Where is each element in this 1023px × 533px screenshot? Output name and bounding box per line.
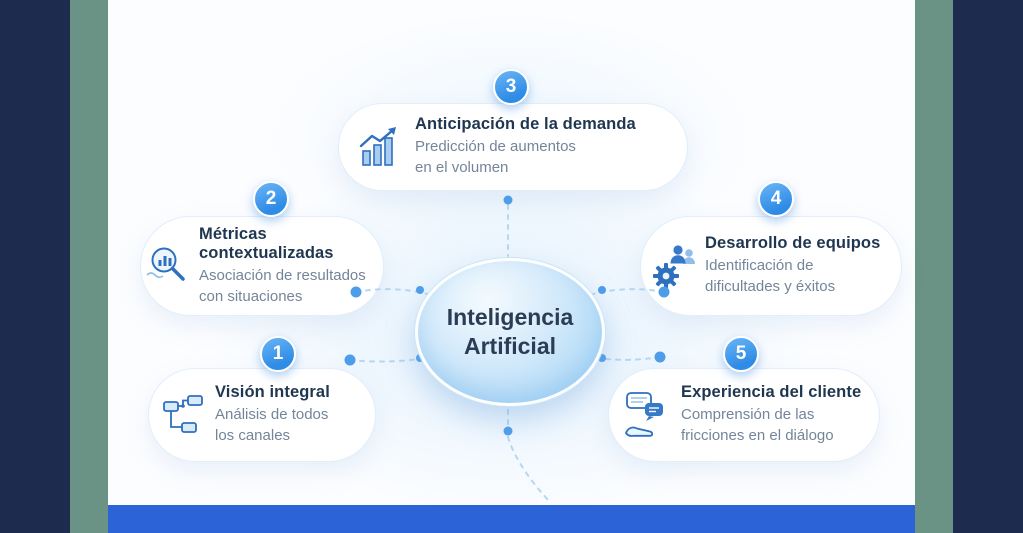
step-1-badge: 1 <box>260 336 296 372</box>
feature-title: Métricas contextualizadas <box>199 224 334 262</box>
center-title-line2: Artificial <box>463 333 557 359</box>
chat-hand-icon <box>621 390 671 440</box>
step-2-badge: 2 <box>253 181 289 217</box>
feature-card-experiencia: 5 Experiencia del cliente Comprensión de… <box>608 336 880 462</box>
right-navy-bar <box>953 0 1023 533</box>
bottom-blue-bar <box>108 505 915 533</box>
feature-description: Análisis de todos los canales <box>215 406 329 444</box>
center-node-inteligencia-artificial: Inteligencia Artificial <box>415 258 605 406</box>
feature-description: Comprensión de las fricciones en el diál… <box>681 406 834 444</box>
feature-title: Experiencia del cliente <box>681 383 862 402</box>
growth-chart-icon <box>355 124 403 170</box>
magnifier-bars-icon <box>145 243 191 289</box>
step-3-badge: 3 <box>493 69 529 105</box>
feature-card-equipos: 4 <box>640 181 902 316</box>
feature-description: Identificación de dificultades y éxitos <box>705 257 836 295</box>
center-title-line1: Inteligencia <box>446 303 574 330</box>
feature-card-vision-integral: 1 Visión integral Análisis de todos los … <box>148 336 376 462</box>
feature-card-anticipacion: 3 Anticipación de la demanda Predicción … <box>338 69 688 191</box>
right-teal-bar <box>915 0 953 533</box>
left-teal-bar <box>70 0 108 533</box>
flowchart-icon <box>161 393 205 437</box>
step-5-badge: 5 <box>723 336 759 372</box>
feature-card-metricas: 2 Métricas contextualizadas Asociación d… <box>140 181 384 316</box>
feature-description: Predicción de aumentos en el volumen <box>415 138 576 176</box>
team-gear-icon <box>649 241 699 291</box>
feature-description: Asociación de resultados con situaciones <box>199 266 366 305</box>
feature-title: Anticipación de la demanda <box>415 115 636 134</box>
feature-title: Visión integral <box>215 383 330 402</box>
left-navy-bar <box>0 0 70 533</box>
step-4-badge: 4 <box>758 181 794 217</box>
feature-title: Desarrollo de equipos <box>705 234 881 253</box>
